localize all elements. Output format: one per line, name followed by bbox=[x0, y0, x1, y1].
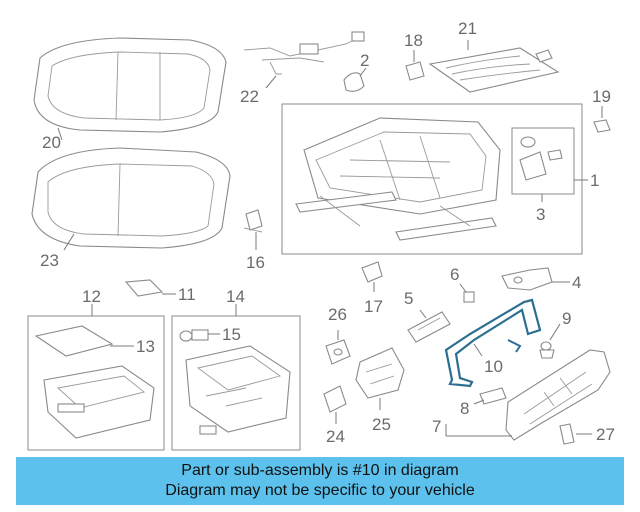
callout-10: 10 bbox=[484, 357, 503, 376]
callout-20: 20 bbox=[42, 133, 61, 152]
seat-frame-box bbox=[281, 103, 583, 255]
callout-16: 16 bbox=[246, 253, 265, 272]
leader-22 bbox=[265, 75, 277, 89]
leader-5 bbox=[419, 309, 427, 319]
callout-18: 18 bbox=[404, 31, 423, 50]
info-banner: Part or sub-assembly is #10 in diagram D… bbox=[16, 457, 624, 505]
callout-21: 21 bbox=[458, 19, 477, 38]
callout-3: 3 bbox=[536, 205, 545, 224]
motor-part-25 bbox=[355, 347, 405, 399]
callout-19: 19 bbox=[592, 87, 611, 106]
drawer-part-12 bbox=[43, 365, 155, 439]
bracket-part-18 bbox=[405, 61, 425, 81]
clip-part-2 bbox=[343, 72, 365, 92]
callout-27: 27 bbox=[596, 425, 615, 444]
leader-9 bbox=[549, 323, 561, 341]
wire-harness-part-22 bbox=[243, 31, 365, 75]
callout-9: 9 bbox=[562, 309, 571, 328]
pad-part-11 bbox=[124, 279, 164, 297]
mat-part-13 bbox=[34, 325, 114, 357]
drawer-box-12 bbox=[27, 315, 165, 451]
bracket-part-16 bbox=[243, 209, 263, 233]
callout-12: 12 bbox=[82, 287, 101, 306]
seat-frame-part-1 bbox=[295, 117, 501, 241]
knob-part-3 bbox=[519, 136, 563, 181]
leader-2 bbox=[359, 67, 367, 77]
leader-8 bbox=[473, 399, 485, 405]
callout-7: 7 bbox=[432, 417, 441, 436]
callout-26: 26 bbox=[328, 305, 347, 324]
trim-part-5 bbox=[407, 311, 451, 343]
leader-23 bbox=[63, 233, 75, 251]
frame-part-10-highlighted bbox=[444, 298, 542, 388]
seat-cushion-part-20 bbox=[33, 37, 227, 133]
callout-17: 17 bbox=[364, 297, 383, 316]
callout-22: 22 bbox=[240, 87, 259, 106]
inset-box-3 bbox=[511, 127, 575, 195]
knob-part-24 bbox=[323, 385, 347, 413]
callout-1: 1 bbox=[590, 171, 599, 190]
seat-cushion-part-23 bbox=[31, 147, 231, 249]
cap-part-19 bbox=[593, 119, 611, 133]
callout-4: 4 bbox=[572, 273, 581, 292]
tray-part-14 bbox=[185, 345, 291, 435]
leader-20 bbox=[57, 127, 63, 141]
banner-line-1: Part or sub-assembly is #10 in diagram bbox=[181, 462, 459, 479]
callout-11: 11 bbox=[178, 285, 196, 304]
bracket-part-4 bbox=[501, 267, 553, 291]
callout-5: 5 bbox=[404, 289, 413, 308]
callout-6: 6 bbox=[450, 265, 459, 284]
knob-part-26 bbox=[325, 339, 351, 365]
callout-14: 14 bbox=[226, 287, 245, 306]
cap-part-27 bbox=[559, 423, 575, 445]
leader-10 bbox=[473, 343, 483, 357]
side-trim-part-7 bbox=[505, 349, 611, 441]
callout-15: 15 bbox=[222, 325, 241, 344]
bracket-part-17 bbox=[361, 261, 383, 283]
seat-heater-part-21 bbox=[428, 47, 560, 93]
bolt-part-9 bbox=[539, 341, 555, 359]
clip-part-6 bbox=[463, 291, 475, 303]
callout-25: 25 bbox=[372, 415, 391, 434]
callout-labels: 1 2 3 4 5 6 7 8 9 10 11 12 13 14 15 16 1… bbox=[40, 19, 615, 446]
callout-23: 23 bbox=[40, 251, 59, 270]
callout-24: 24 bbox=[326, 427, 345, 446]
callout-13: 13 bbox=[136, 337, 155, 356]
callout-8: 8 bbox=[460, 399, 469, 418]
cover-part-8 bbox=[479, 387, 507, 405]
leader-6 bbox=[459, 283, 467, 293]
bulb-part-15 bbox=[179, 329, 209, 342]
banner-line-2: Diagram may not be specific to your vehi… bbox=[165, 482, 475, 499]
callout-2: 2 bbox=[360, 51, 369, 70]
